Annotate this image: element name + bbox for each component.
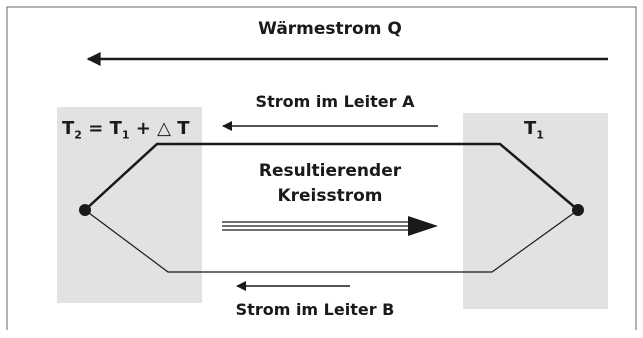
resulting-current-label-line2: Kreisstrom xyxy=(277,186,383,206)
ref-temp-subscript: 1 xyxy=(121,128,130,142)
plus-sign: + xyxy=(129,118,158,139)
cold-junction-point xyxy=(572,204,584,216)
cold-junction-label: T1 xyxy=(524,118,544,142)
hot-temp-subscript: 2 xyxy=(74,128,82,142)
hot-junction-point xyxy=(79,204,91,216)
current-b-label: Strom im Leiter B xyxy=(235,300,395,319)
resulting-current-label-line1: Resultierender xyxy=(258,161,402,181)
current-a-label: Strom im Leiter A xyxy=(255,92,415,111)
delta-t-symbol: T xyxy=(170,118,190,139)
cold-temp-symbol: T xyxy=(524,118,537,139)
diagram-frame xyxy=(6,6,637,330)
hot-temp-symbol: T xyxy=(62,118,75,139)
ref-temp-symbol: T xyxy=(109,118,122,139)
equals-sign: = xyxy=(81,118,110,139)
hot-junction-label: T2 = T1 + △ T xyxy=(62,118,190,142)
resulting-current-arrow xyxy=(222,216,438,236)
cold-temp-subscript: 1 xyxy=(536,128,544,142)
hot-junction-box xyxy=(57,107,202,303)
delta-symbol: △ xyxy=(157,118,171,139)
heat-flow-label: Wärmestrom Q xyxy=(258,19,402,39)
conductor-b xyxy=(84,209,579,273)
conductor-a xyxy=(84,142,579,211)
cold-junction-box xyxy=(463,113,608,309)
